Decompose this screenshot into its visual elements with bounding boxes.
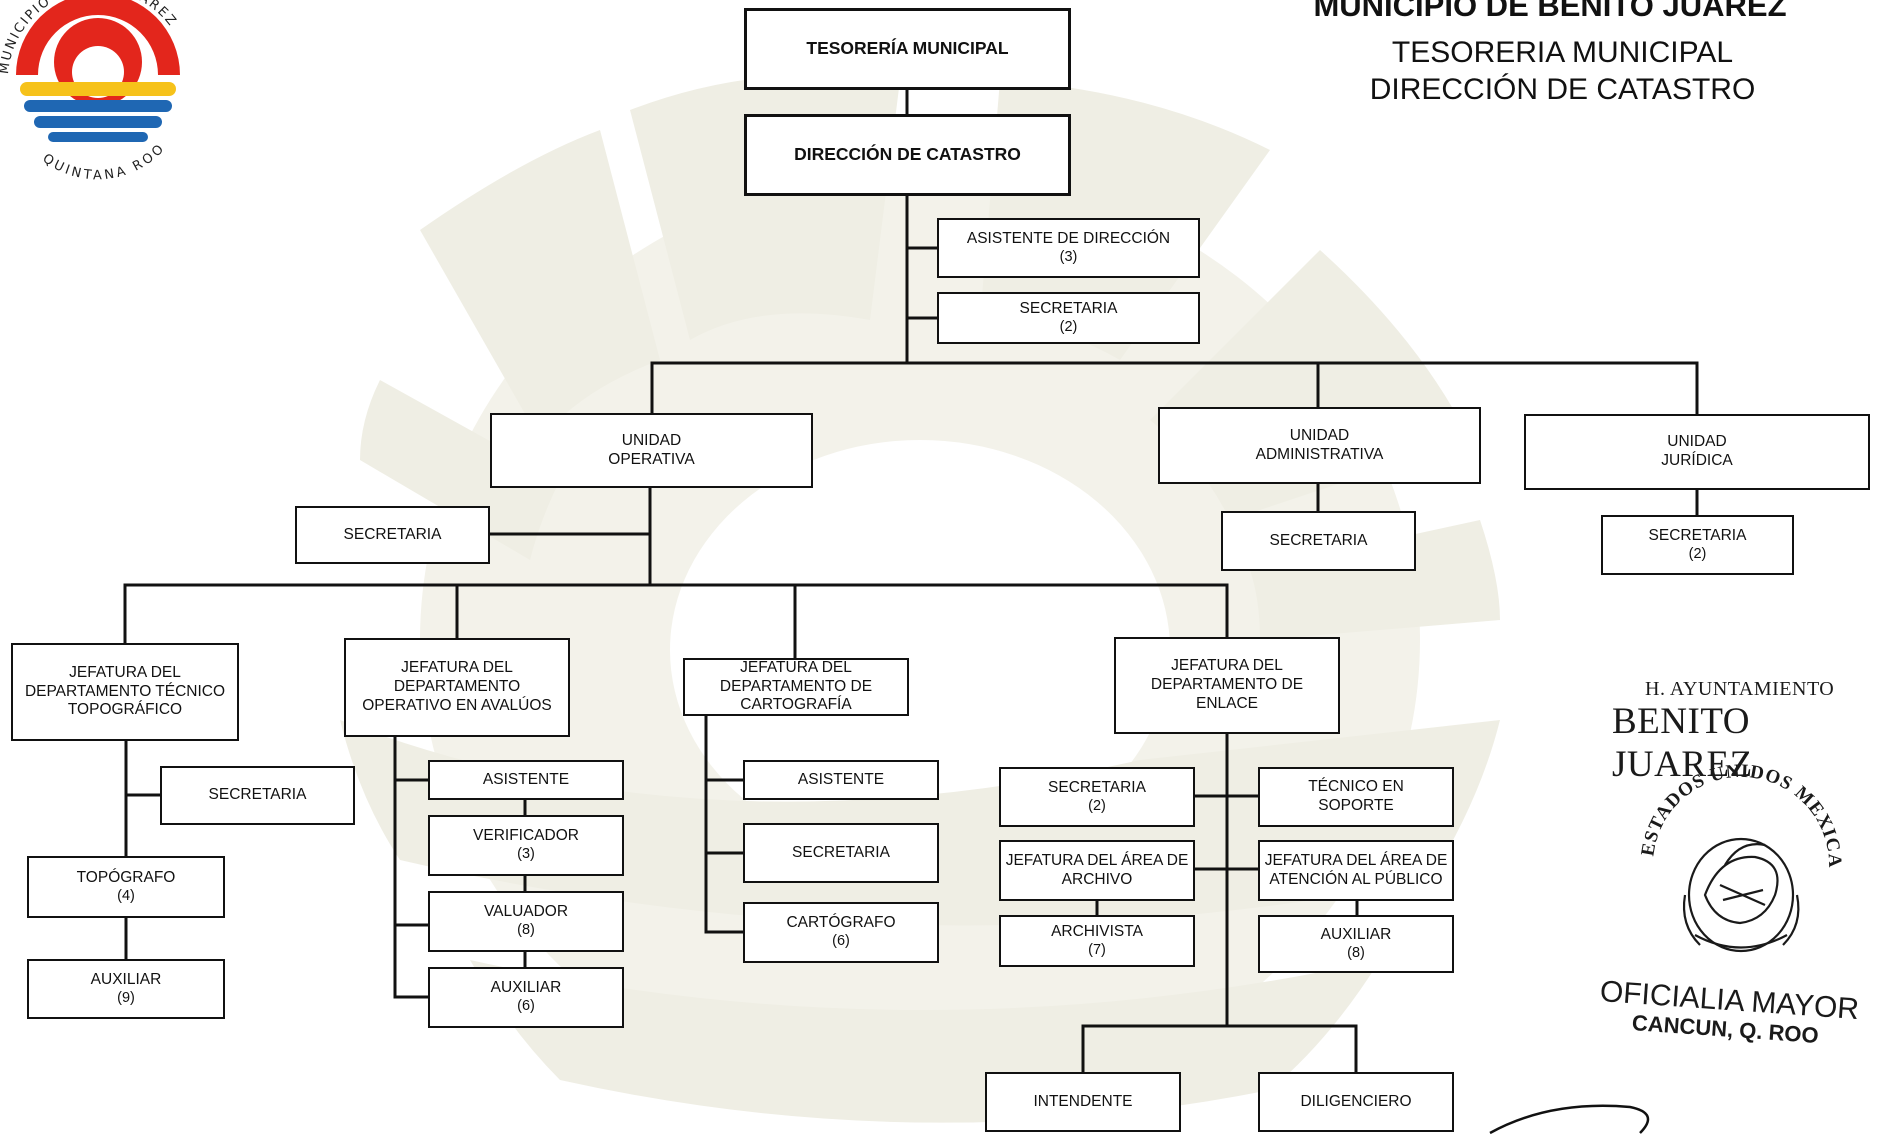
node-count: (3) [1059, 248, 1078, 265]
node-unidad-juridica: UNIDAD JURÍDICA [1524, 414, 1870, 490]
node-label: JEFATURA DEL DEPARTAMENTO TÉCNICO TOPOGR… [24, 663, 226, 719]
node-label: SECRETARIA [1648, 526, 1747, 544]
node-direccion: DIRECCIÓN DE CATASTRO [744, 114, 1071, 196]
node-label: ASISTENTE DE DIRECCIÓN [966, 229, 1171, 247]
node-jefatura-avaluos: JEFATURA DEL DEPARTAMENTO OPERATIVO EN A… [344, 638, 570, 737]
node-secretaria-enlace: SECRETARIA (2) [999, 767, 1195, 827]
node-label: CARTÓGRAFO [786, 914, 896, 932]
stamp-ayuntamiento: H. AYUNTAMIENTO [1645, 678, 1835, 700]
node-count: (2) [1688, 545, 1707, 562]
node-label: JEFATURA DEL DEPARTAMENTO DE CARTOGRAFÍA [719, 658, 873, 714]
node-secretaria-operativa: SECRETARIA [295, 506, 490, 564]
node-count: (2) [1059, 318, 1078, 335]
node-label: JEFATURA DEL DEPARTAMENTO DE ENLACE [1150, 657, 1304, 712]
node-label: AUXILIAR [1320, 925, 1392, 943]
node-label: SECRETARIA [1269, 531, 1368, 549]
node-asistente-direccion: ASISTENTE DE DIRECCIÓN (3) [937, 218, 1200, 278]
node-count: (6) [832, 933, 850, 950]
node-secretaria-cartografia: SECRETARIA [743, 823, 939, 883]
node-count: (9) [117, 989, 135, 1006]
node-label: SECRETARIA [343, 525, 442, 543]
node-unidad-operativa: UNIDAD OPERATIVA [490, 413, 813, 488]
node-label: INTENDENTE [1033, 1092, 1133, 1110]
node-label: SECRETARIA [1019, 299, 1118, 317]
node-label: UNIDAD OPERATIVA [608, 431, 695, 468]
node-jefatura-atencion: JEFATURA DEL ÁREA DE ATENCIÓN AL PÚBLICO [1258, 840, 1454, 901]
node-jefatura-archivo: JEFATURA DEL ÁREA DE ARCHIVO [999, 840, 1195, 901]
node-count: (2) [1088, 797, 1106, 814]
node-auxiliar-enlace: AUXILIAR (8) [1258, 915, 1454, 973]
node-label: VALUADOR [483, 903, 569, 921]
node-secretaria-administrativa: SECRETARIA [1221, 511, 1416, 571]
node-secretaria-juridica: SECRETARIA (2) [1601, 515, 1794, 575]
header-municipio: MUNICIPIO DE BENITO JUÁREZ [1313, 0, 1787, 23]
node-verificador: VERIFICADOR (3) [428, 815, 624, 876]
node-auxiliar-avaluos: AUXILIAR (6) [428, 967, 624, 1028]
node-label: UNIDAD JURÍDICA [1661, 433, 1733, 469]
seal-text: ESTADOS UNIDOS MEXICANOS [1625, 745, 1844, 869]
node-label: ASISTENTE [797, 770, 885, 788]
node-secretaria-direccion: SECRETARIA (2) [937, 292, 1200, 344]
municipio-logo: MUNICIPIO BENITO JUÁREZ QUINTANA ROO [0, 0, 180, 183]
node-label: TOPÓGRAFO [76, 868, 176, 886]
node-count: (6) [517, 998, 535, 1015]
node-count: (8) [1347, 944, 1365, 961]
header-tesoreria: TESORERIA MUNICIPAL [1391, 36, 1734, 69]
node-valuador: VALUADOR (8) [428, 891, 624, 952]
node-label: UNIDAD ADMINISTRATIVA [1255, 426, 1384, 463]
node-label: DILIGENCIERO [1300, 1092, 1412, 1110]
node-label: AUXILIAR [90, 970, 162, 988]
node-secretaria-topografico: SECRETARIA [160, 766, 355, 825]
node-label: SECRETARIA [1048, 778, 1146, 796]
node-count: (4) [117, 887, 135, 904]
node-tecnico-soporte: TÉCNICO EN SOPORTE [1258, 767, 1454, 827]
node-asistente-avaluos: ASISTENTE [428, 760, 624, 800]
node-label: ASISTENTE [482, 770, 570, 788]
node-label: JEFATURA DEL DEPARTAMENTO OPERATIVO EN A… [362, 659, 552, 714]
node-unidad-administrativa: UNIDAD ADMINISTRATIVA [1158, 407, 1481, 484]
svg-text:QUINTANA ROO: QUINTANA ROO [40, 140, 169, 183]
node-label: DIRECCIÓN DE CATASTRO [794, 144, 1021, 165]
node-label: VERIFICADOR [473, 827, 579, 845]
stamp-benito-juarez: BENITO JUAREZ [1612, 701, 1753, 785]
node-jefatura-enlace: JEFATURA DEL DEPARTAMENTO DE ENLACE [1114, 637, 1340, 734]
node-label: AUXILIAR [490, 979, 562, 997]
node-jefatura-topografico: JEFATURA DEL DEPARTAMENTO TÉCNICO TOPOGR… [11, 643, 239, 741]
svg-text:ESTADOS UNIDOS MEXICANOS: ESTADOS UNIDOS MEXICANOS [1625, 745, 1845, 869]
logo-bottom-text: QUINTANA ROO [40, 140, 166, 183]
node-asistente-cartografia: ASISTENTE [743, 760, 939, 800]
node-jefatura-cartografia: JEFATURA DEL DEPARTAMENTO DE CARTOGRAFÍA [683, 658, 909, 716]
node-label: SECRETARIA [208, 786, 307, 804]
node-label: ARCHIVISTA [1051, 922, 1143, 940]
node-count: (8) [517, 922, 535, 939]
node-archivista: ARCHIVISTA (7) [999, 915, 1195, 967]
node-cartografo: CARTÓGRAFO (6) [743, 902, 939, 963]
node-tesoreria: TESORERÍA MUNICIPAL [744, 8, 1071, 90]
node-intendente: INTENDENTE [985, 1072, 1181, 1132]
node-label: TÉCNICO EN SOPORTE [1308, 778, 1404, 814]
header-direccion: DIRECCIÓN DE CATASTRO [1369, 73, 1756, 106]
node-label: JEFATURA DEL ÁREA DE ARCHIVO [1005, 851, 1189, 888]
node-count: (7) [1088, 941, 1106, 958]
node-label: JEFATURA DEL ÁREA DE ATENCIÓN AL PÚBLICO [1264, 851, 1448, 888]
node-topografo: TOPÓGRAFO (4) [27, 856, 225, 918]
signature-mark [1489, 1104, 1650, 1135]
node-label: TESORERÍA MUNICIPAL [806, 38, 1009, 59]
node-diligenciero: DILIGENCIERO [1258, 1072, 1454, 1132]
node-auxiliar-topografico: AUXILIAR (9) [27, 959, 225, 1019]
national-seal-icon: ESTADOS UNIDOS MEXICANOS [1625, 745, 1845, 953]
node-count: (3) [517, 846, 535, 863]
node-label: SECRETARIA [792, 843, 890, 861]
